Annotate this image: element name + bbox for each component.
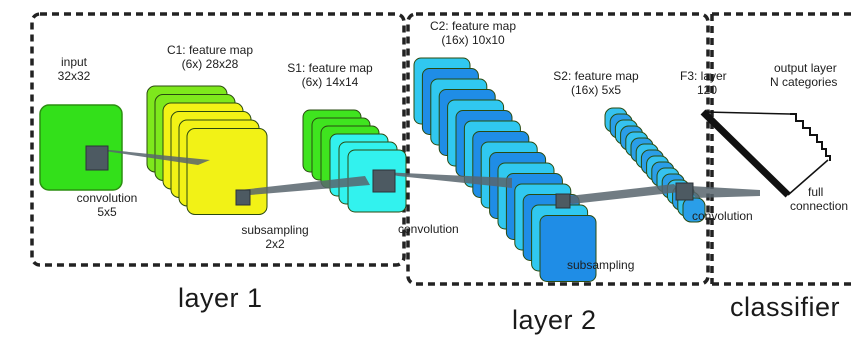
layer1-title: layer 1 [178,283,263,313]
output-layer-steps [790,113,831,161]
s1-size-label: (6x) 14x14 [301,75,359,89]
classifier-title: classifier [730,292,841,322]
conv1-label: convolution [76,191,138,205]
conv2-kernel [372,169,396,193]
layer1-box [30,12,406,267]
conv3-label: convolution [692,209,753,223]
s2-title-label: S2: feature map [553,69,639,83]
conv1-projection [98,150,210,165]
output-size-label: N categories [770,75,838,89]
conv1-kernel-label: 5x5 [97,205,117,219]
f3-layer-bar [700,109,791,198]
conv2-label: convolution [398,222,459,236]
s2-size-label: (16x) 5x5 [570,83,622,97]
c2-title-label: C2: feature map [429,19,517,33]
c2-map-16 [539,215,597,282]
input-label: input [60,55,88,69]
layer2-box [406,12,710,286]
f3-title-label: F3: layer [680,69,727,83]
c1-map-6 [186,128,268,215]
sub1-kernel [235,189,251,206]
c1-title-label: C1: feature map [166,43,254,57]
classifier-connections [700,109,831,198]
c2-size-label: (16x) 10x10 [441,33,505,47]
conv1-kernel [85,145,109,171]
c1-size-label: (6x) 28x28 [181,57,239,71]
output-title-label: output layer [774,61,837,75]
input-map [39,104,123,191]
s2-feature-maps [604,107,706,223]
sub2-projection [560,184,680,204]
sub2-kernel [555,193,571,209]
input-size-label: 32x32 [57,69,91,83]
sub1-label: subsampling [241,223,309,237]
s1-feature-maps [302,109,407,213]
connection-label: connection [790,199,849,213]
layer2-title: layer 2 [512,305,597,335]
fc-bottom-line [787,159,829,196]
sub1-projection [240,176,370,195]
projections [85,145,760,209]
conv2-projection [380,172,512,188]
s1-title-label: S1: feature map [287,61,373,75]
fc-top-line [704,111,791,115]
f3-size-label: 120 [697,83,718,97]
full-label: full [808,185,824,199]
sub1-kernel-label: 2x2 [265,237,285,251]
group-boxes [30,12,851,286]
classifier-box [710,12,851,286]
sub2-label: subsampling [567,258,635,272]
conv3-kernel [675,182,694,201]
conv3-projection [690,186,760,198]
s2-map-16 [682,197,706,223]
